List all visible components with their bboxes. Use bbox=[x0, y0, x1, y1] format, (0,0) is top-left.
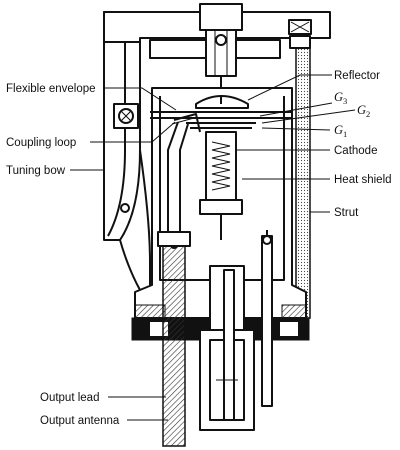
label-g1: G1 bbox=[334, 123, 347, 139]
label-g3-sub: 3 bbox=[343, 96, 347, 106]
label-g2: G2 bbox=[357, 103, 370, 119]
cathode-assembly bbox=[199, 131, 243, 240]
coupling-loop bbox=[171, 113, 201, 133]
leader-lines bbox=[70, 74, 356, 421]
label-g3-letter: G bbox=[334, 90, 343, 104]
label-coupling-loop: Coupling loop bbox=[6, 137, 76, 149]
label-g1-sub: 1 bbox=[343, 129, 347, 139]
label-tuning-bow: Tuning bow bbox=[6, 165, 66, 177]
label-strut: Strut bbox=[334, 207, 359, 219]
label-g1-letter: G bbox=[334, 123, 343, 137]
label-reflector: Reflector bbox=[334, 70, 380, 82]
label-g2-letter: G bbox=[357, 103, 366, 117]
output-antenna bbox=[157, 231, 191, 247]
label-cathode: Cathode bbox=[334, 145, 377, 157]
top-bracket bbox=[103, 3, 331, 98]
tuning-bow bbox=[103, 11, 151, 291]
label-flexible-envelope: Flexible envelope bbox=[6, 83, 96, 95]
label-output-lead: Output lead bbox=[40, 392, 99, 404]
label-heat-shield: Heat shield bbox=[334, 174, 392, 186]
label-g2-sub: 2 bbox=[366, 109, 370, 119]
reflector bbox=[195, 95, 249, 109]
output-lead bbox=[162, 121, 189, 447]
base-pins bbox=[199, 230, 273, 431]
label-output-antenna: Output antenna bbox=[40, 415, 120, 427]
label-g3: G3 bbox=[334, 90, 347, 106]
